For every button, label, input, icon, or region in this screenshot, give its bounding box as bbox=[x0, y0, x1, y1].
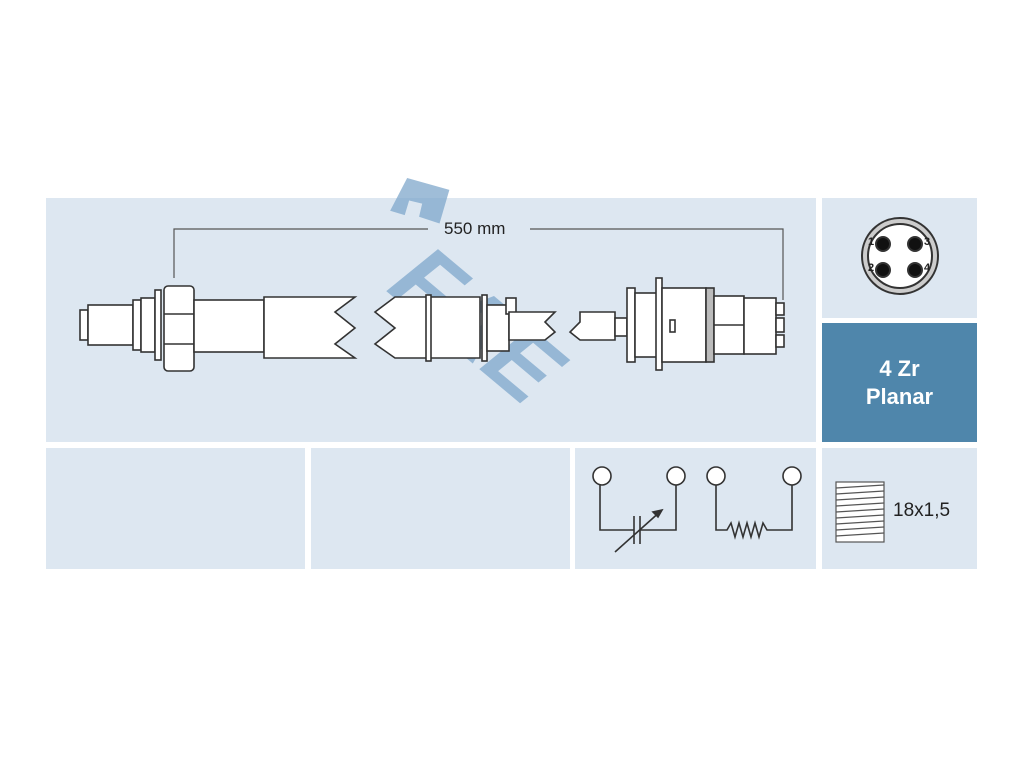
thread-icon bbox=[835, 481, 885, 543]
sensor-type-line2: Planar bbox=[865, 383, 934, 409]
dimension-line bbox=[173, 228, 784, 300]
fae-watermark-logo: FAE bbox=[372, 178, 583, 427]
pin-1-label: 1 bbox=[868, 236, 875, 248]
connector-face-icon bbox=[861, 217, 939, 295]
pin-2-label: 2 bbox=[868, 262, 875, 274]
variable-element-symbol bbox=[592, 466, 686, 553]
pin-3-label: 3 bbox=[924, 236, 931, 248]
thread-size-label: 18x1,5 bbox=[893, 500, 951, 521]
sensor-type-panel: 4 Zr Planar bbox=[822, 323, 977, 442]
length-dimension-label: 550 mm bbox=[444, 219, 506, 238]
oxygen-sensor-drawing bbox=[79, 277, 785, 372]
pin-4-label: 4 bbox=[924, 262, 931, 274]
circuit-symbol-panel bbox=[575, 448, 816, 569]
heater-resistor-symbol bbox=[706, 466, 802, 540]
empty-panel-2 bbox=[311, 448, 570, 569]
empty-panel-1 bbox=[46, 448, 305, 569]
sensor-type-line1: 4 Zr bbox=[879, 355, 920, 381]
